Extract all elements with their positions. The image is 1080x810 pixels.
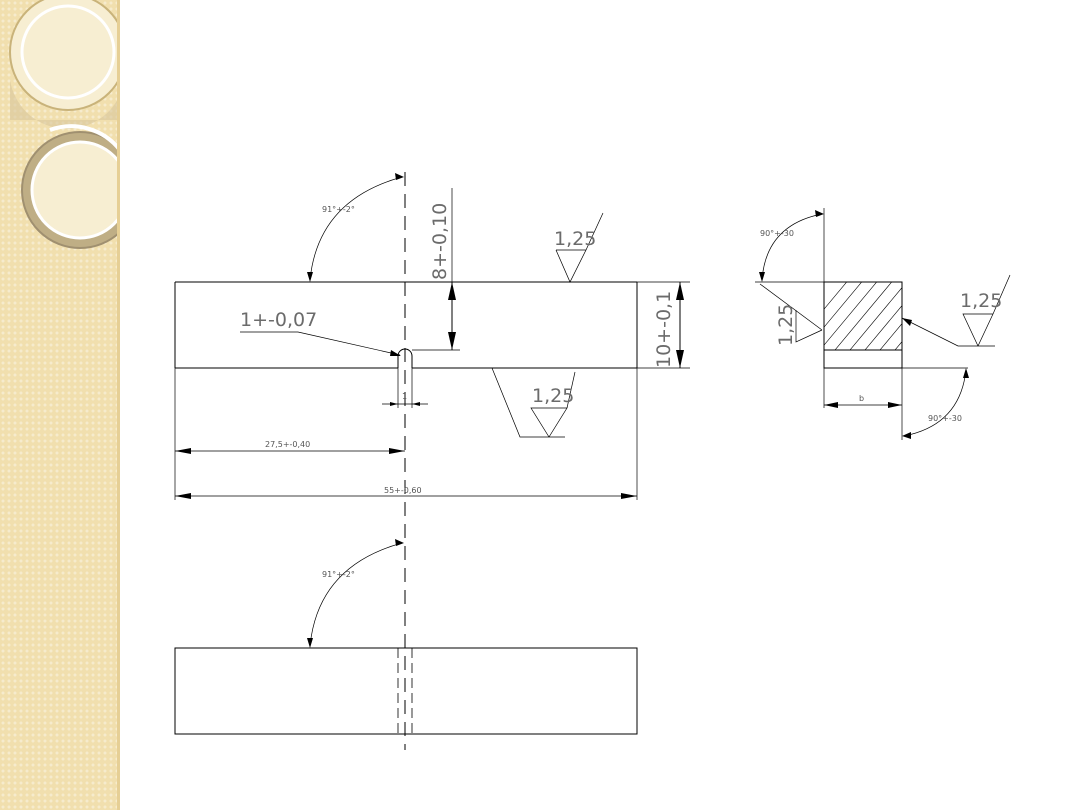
b-dim-label: b — [859, 394, 864, 403]
decor-circle-mid-inner — [30, 140, 120, 240]
arrowhead — [676, 282, 684, 300]
arrowhead — [175, 448, 191, 454]
side-bottom-angle-label: 90°+-30 — [928, 414, 962, 423]
side-roughness-left — [759, 283, 823, 343]
decorative-side-panel — [0, 0, 120, 810]
arrowhead — [307, 272, 313, 282]
side-top-angle-arc — [761, 213, 823, 281]
arrowhead — [902, 318, 912, 326]
front-view: 91°+-2° 8+-0,10 10+-0,1 1+-0,07 1,25 1,2… — [174, 172, 690, 750]
decor-arc — [49, 124, 120, 152]
arrowhead — [390, 402, 398, 406]
arrowhead — [175, 493, 191, 499]
bottom-angle-arc — [309, 542, 403, 647]
notch-width-tol-label: 1+-0,07 — [240, 309, 317, 331]
side-view: 90°+-30 1,25 1,25 b 90°+-30 — [755, 208, 1011, 440]
height-label: 10+-0,1 — [653, 291, 675, 368]
arrowhead — [824, 402, 838, 408]
notch-angle-arc — [309, 176, 403, 281]
arrowhead — [395, 173, 404, 180]
side-roughness-left-label: 1,25 — [775, 304, 797, 346]
decor-circle-large — [9, 0, 120, 111]
side-panel-edge — [117, 0, 120, 810]
side-top-angle-label: 90°+-30 — [760, 229, 794, 238]
arrowhead — [902, 432, 911, 439]
arrowhead — [888, 402, 902, 408]
half-length-label: 27,5+-0,40 — [265, 440, 310, 449]
arrowhead — [815, 210, 824, 217]
bottom-view-body — [174, 647, 638, 735]
side-bottom-angle-arc — [903, 369, 967, 437]
arrowhead — [448, 282, 456, 300]
arrowhead — [621, 493, 637, 499]
arrowhead — [389, 448, 405, 454]
decorative-circles — [9, 0, 120, 249]
arrowhead — [412, 402, 420, 406]
roughness-symbol-top — [555, 212, 604, 283]
roughness-notch-label: 1,25 — [532, 385, 574, 407]
arrowhead — [448, 332, 456, 350]
roughness-top-label: 1,25 — [554, 228, 596, 250]
bottom-view: 91°+-2° — [174, 539, 638, 735]
arrowhead — [963, 368, 969, 378]
total-length-label: 55+-0,60 — [384, 486, 422, 495]
bottom-angle-label: 91°+-2° — [322, 570, 355, 579]
side-roughness-right — [901, 274, 1011, 347]
side-view-body — [823, 281, 903, 369]
arrowhead — [676, 350, 684, 368]
notch-angle-label: 91°+-2° — [322, 205, 355, 214]
notch-width-leader — [297, 331, 401, 356]
section-hatching — [824, 282, 902, 350]
decor-circle-ring — [20, 4, 116, 100]
side-roughness-right-label: 1,25 — [960, 290, 1002, 312]
depth-label: 8+-0,10 — [429, 203, 451, 280]
notch-width-dim-label: 1 — [402, 392, 407, 401]
arrowhead — [390, 350, 401, 356]
arrowhead — [307, 638, 313, 648]
arrowhead — [759, 272, 765, 282]
arrowhead — [395, 539, 404, 546]
roughness-symbol-notch — [491, 367, 576, 438]
